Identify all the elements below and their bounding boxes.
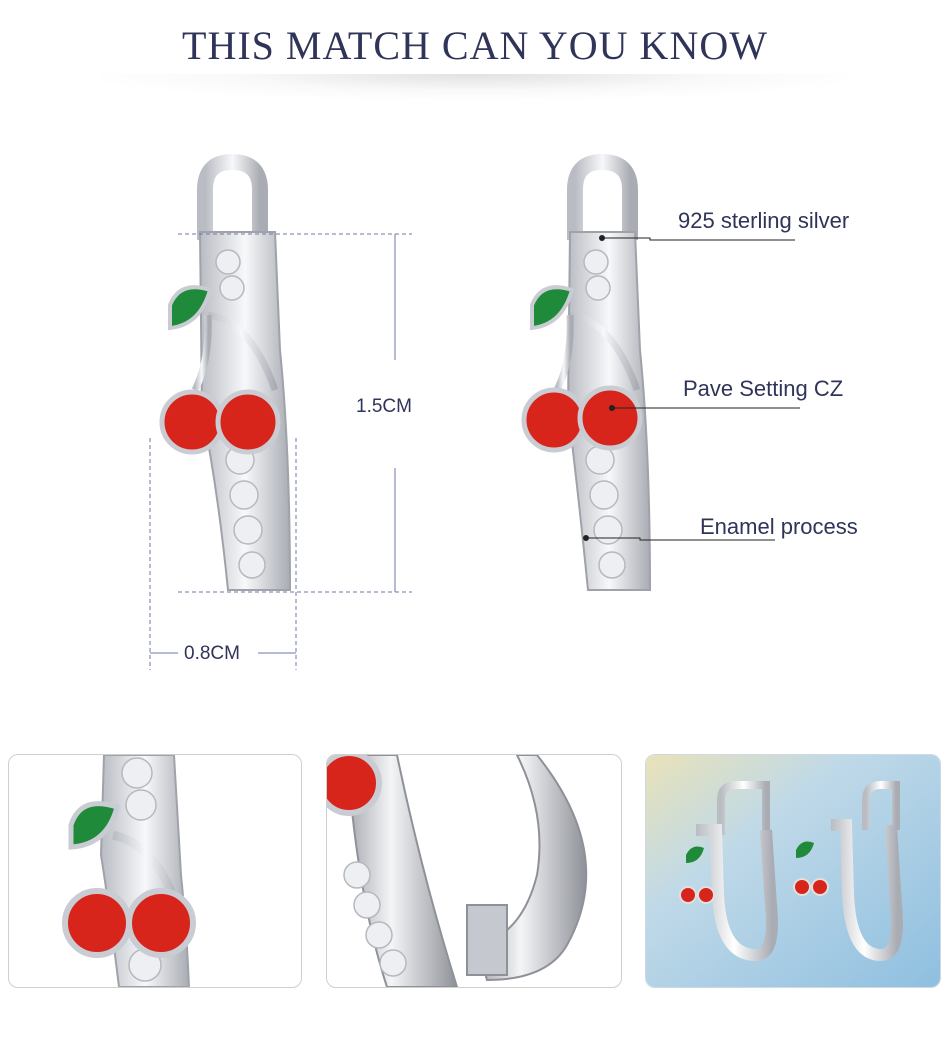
page-title: THIS MATCH CAN YOU KNOW: [182, 23, 768, 68]
earrings-pair-photo: [646, 755, 940, 987]
callout-pave-setting: Pave Setting CZ: [683, 376, 844, 401]
callout-sterling-silver: 925 sterling silver: [678, 208, 850, 233]
width-dimension-label: 0.8CM: [184, 643, 240, 664]
title-shadow: [100, 74, 850, 100]
earring-feature-image: [521, 153, 800, 591]
hinge-closeup-panel: [326, 754, 622, 988]
cherry-closeup-image: [62, 755, 196, 987]
hinge-closeup-image: [327, 755, 588, 987]
earring-dimension-image: [149, 153, 412, 670]
height-dimension-label: 1.5CM: [356, 396, 412, 417]
earrings-pair-panel: [645, 754, 941, 988]
cherry-closeup-panel: [8, 754, 302, 988]
callout-enamel-process: Enamel process: [700, 514, 858, 539]
